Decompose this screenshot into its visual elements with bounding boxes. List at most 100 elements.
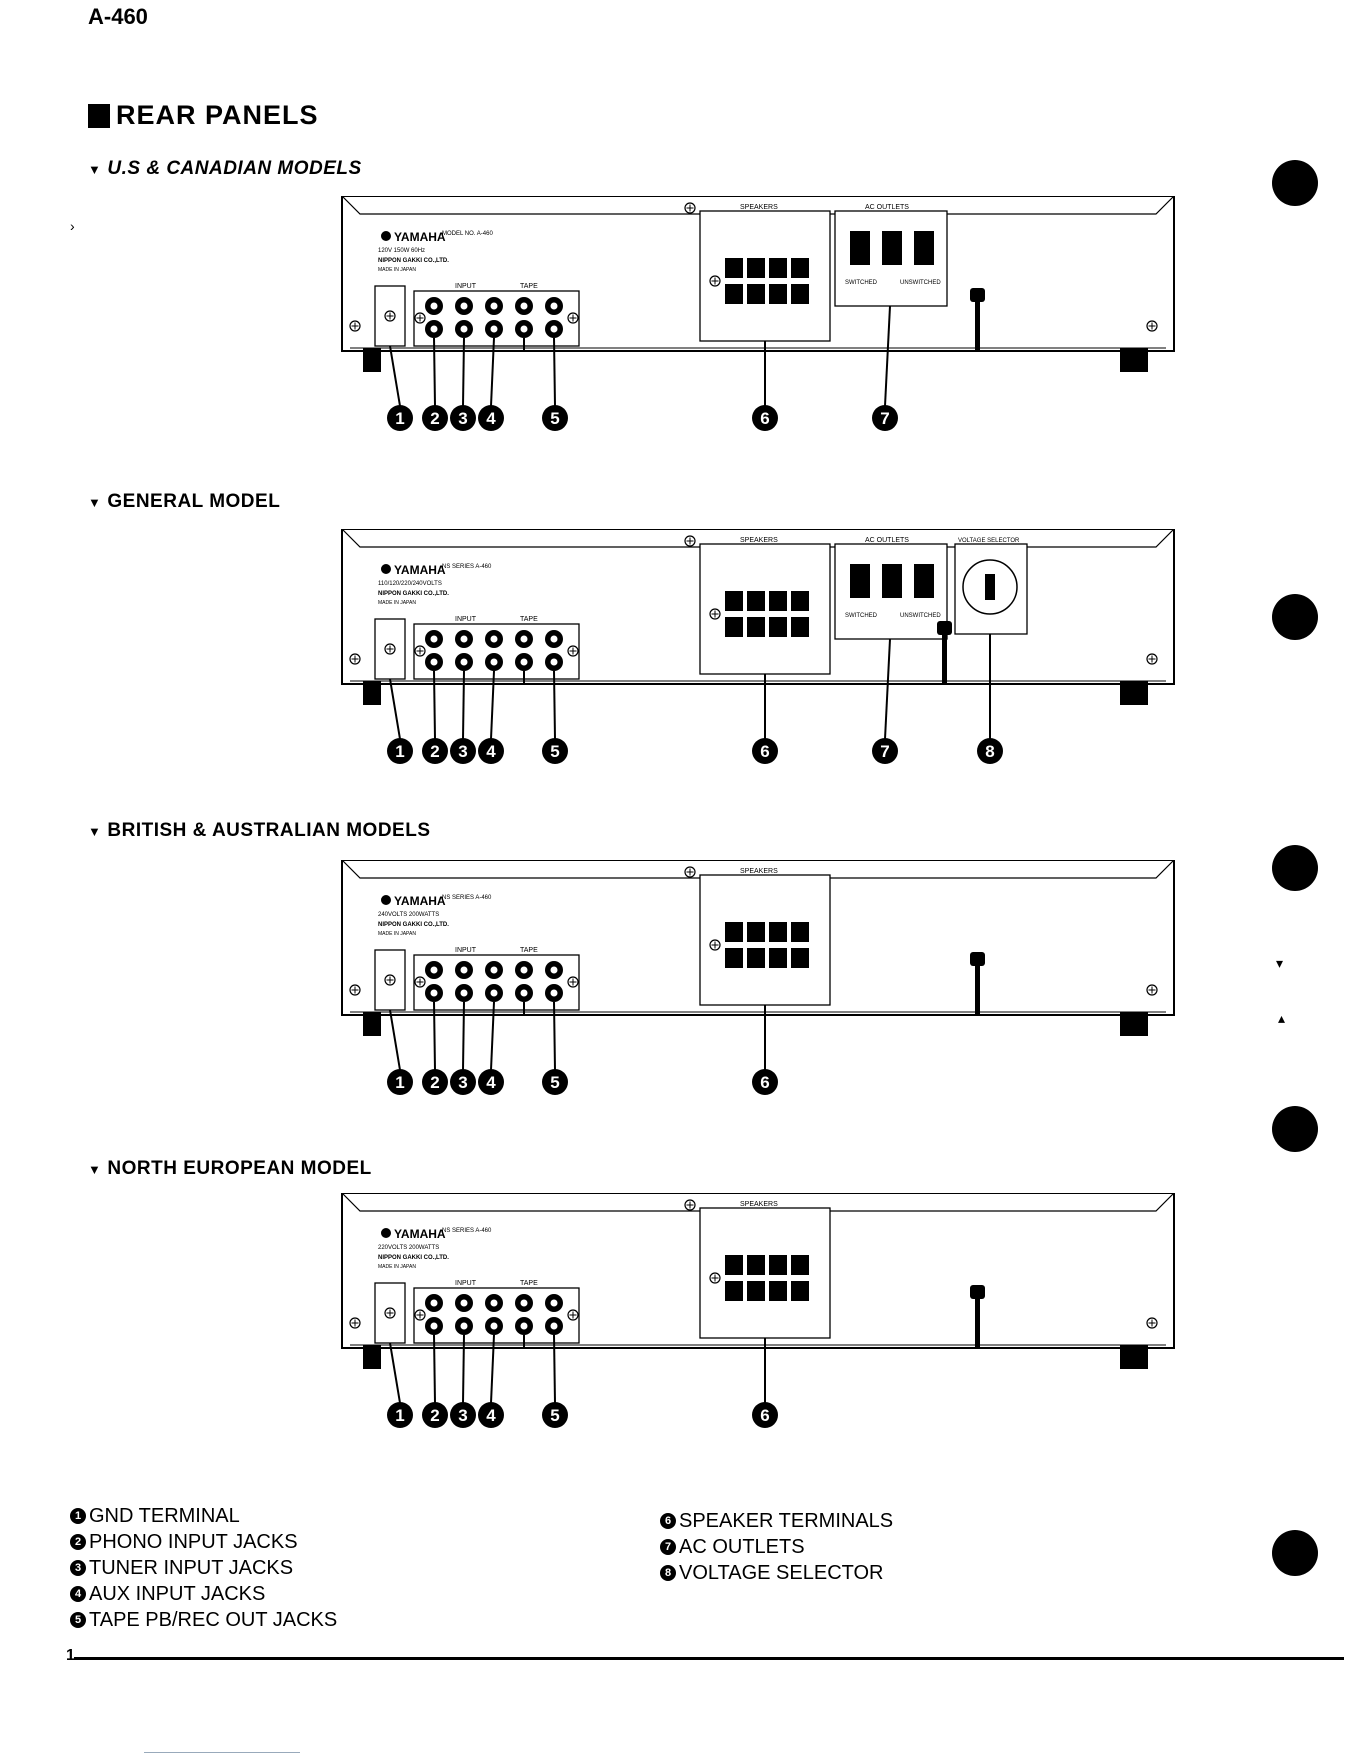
voltage-dial-slot	[985, 574, 995, 600]
margin-bullet	[1272, 594, 1318, 640]
rca-jack-center	[460, 658, 468, 666]
triangle-marker-icon: ▼	[88, 162, 102, 177]
tape-label: TAPE	[520, 947, 538, 954]
yamaha-logo-icon	[381, 231, 391, 241]
tape-bracket	[523, 338, 554, 352]
speaker-terminal	[769, 591, 787, 611]
speaker-terminal	[747, 948, 765, 968]
rca-jack-center	[490, 989, 498, 997]
tape-label: TAPE	[520, 616, 538, 623]
callout-label: 3	[458, 1406, 467, 1425]
leader-line	[462, 1334, 465, 1404]
callout-number	[387, 1069, 413, 1095]
callout-number	[478, 738, 504, 764]
leader-line	[389, 1009, 401, 1071]
rca-jack-center	[550, 966, 558, 974]
callout-label: 4	[486, 1406, 496, 1425]
callout-label: 1	[395, 1406, 404, 1425]
origin-text: MADE IN JAPAN	[378, 600, 416, 606]
callout-number	[977, 738, 1003, 764]
rca-jack-center	[430, 966, 438, 974]
speaker-terminal	[725, 617, 743, 637]
ac-outlet	[882, 564, 902, 598]
origin-text: MADE IN JAPAN	[378, 267, 416, 273]
rca-jack-center	[490, 325, 498, 333]
callout-number	[450, 1069, 476, 1095]
scan-mark: ▴	[1278, 1010, 1286, 1026]
rating-text: 240VOLTS 200WATTS	[378, 912, 439, 918]
maker-text: NIPPON GAKKI CO.,LTD.	[378, 1255, 449, 1261]
speaker-terminal	[769, 258, 787, 278]
callout-number	[542, 1402, 568, 1428]
page-number: 1	[66, 1647, 75, 1664]
callout-label: 5	[550, 409, 559, 428]
callout-label: 4	[486, 409, 496, 428]
rca-jack-center	[460, 966, 468, 974]
scan-mark: ›	[70, 218, 75, 234]
ac-outlet	[850, 564, 870, 598]
power-cord	[975, 1293, 980, 1348]
power-cord	[975, 960, 980, 1015]
rca-jack-center	[490, 1299, 498, 1307]
speaker-terminal	[769, 948, 787, 968]
speaker-terminal	[747, 922, 765, 942]
section-bullet-square	[88, 103, 110, 128]
leader-line	[462, 337, 465, 407]
rca-jack-center	[520, 302, 528, 310]
speaker-terminal	[791, 948, 809, 968]
foot-right	[1120, 1012, 1148, 1036]
rca-jack-center	[430, 1322, 438, 1330]
callout-label: 2	[430, 742, 439, 761]
gnd-terminal-box	[374, 285, 406, 347]
speaker-terminal	[747, 1281, 765, 1301]
foot-left	[363, 1345, 381, 1369]
maker-text: NIPPON GAKKI CO.,LTD.	[378, 258, 449, 264]
callout-number	[752, 738, 778, 764]
speaker-terminal	[769, 1255, 787, 1275]
series-text: MODEL NO. A-460	[442, 231, 493, 237]
section-title-text: REAR PANELS	[116, 100, 319, 130]
callout-number	[478, 405, 504, 431]
speaker-terminal	[725, 922, 743, 942]
callout-number	[450, 1402, 476, 1428]
model-heading-north-european: ▼NORTH EUROPEAN MODEL	[88, 1158, 372, 1179]
callout-label: 3	[458, 1073, 467, 1092]
rca-jack-center	[460, 1322, 468, 1330]
yamaha-logo-icon	[381, 564, 391, 574]
callout-number	[542, 1069, 568, 1095]
brand-text: YAMAHA	[394, 1227, 446, 1241]
rca-jack-center	[430, 635, 438, 643]
rca-jack-center	[430, 1299, 438, 1307]
leader-line	[433, 1334, 436, 1404]
leader-line	[553, 337, 556, 407]
leader-line	[553, 670, 556, 740]
leader-line	[389, 345, 401, 407]
brand-text: YAMAHA	[394, 563, 446, 577]
leader-line	[462, 1001, 465, 1071]
rca-jack-center	[550, 325, 558, 333]
foot-left	[363, 1012, 381, 1036]
rca-jack-center	[520, 989, 528, 997]
rca-jack-center	[520, 1299, 528, 1307]
brand-text: YAMAHA	[394, 230, 446, 244]
leader-line	[433, 337, 436, 407]
callout-number	[450, 738, 476, 764]
callout-number	[450, 405, 476, 431]
speaker-terminal	[769, 1281, 787, 1301]
series-text: NS SERIES A-460	[442, 895, 492, 901]
origin-text: MADE IN JAPAN	[378, 931, 416, 937]
callout-number	[387, 738, 413, 764]
rca-jack-center	[460, 302, 468, 310]
speaker-terminal	[769, 922, 787, 942]
callout-label: 1	[395, 1073, 404, 1092]
callout-number	[542, 405, 568, 431]
rca-jack-center	[520, 658, 528, 666]
callout-number	[422, 405, 448, 431]
callout-number	[387, 405, 413, 431]
rca-jack-center	[550, 1322, 558, 1330]
